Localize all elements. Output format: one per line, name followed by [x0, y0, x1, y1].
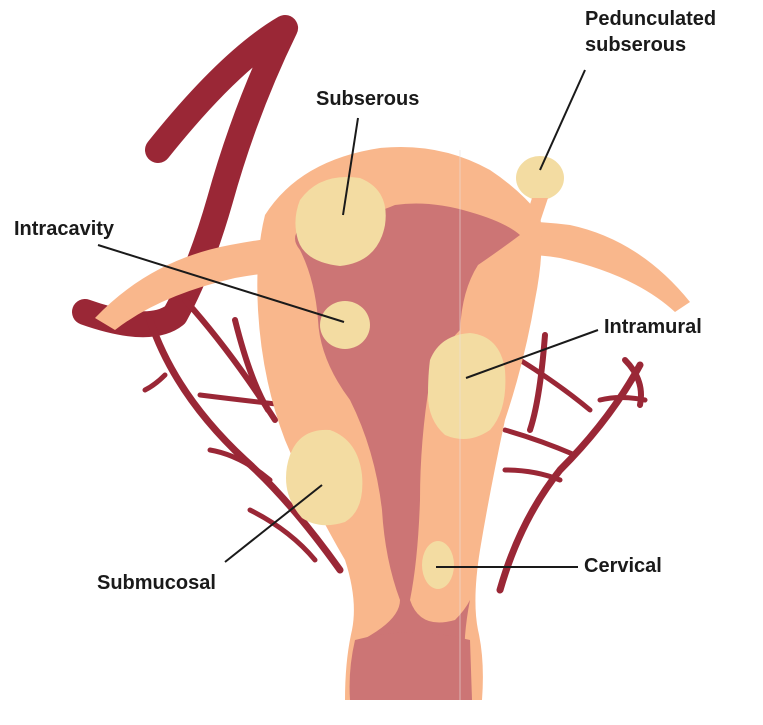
- artery-left-main: [72, 15, 298, 338]
- fibroid-intracavity: [320, 301, 370, 349]
- label-intramural: Intramural: [604, 316, 702, 338]
- vessel-right-branch-5: [517, 357, 593, 413]
- leader-pedunculated-subserous: [539, 69, 586, 171]
- label-pedunculated-subserous: Pedunculated subserous: [585, 8, 717, 56]
- vessel-left-branch-7: [247, 507, 318, 563]
- cervical-canal: [349, 632, 472, 700]
- leader-intracavity: [97, 244, 345, 323]
- fibroid-stalk: [522, 198, 548, 222]
- leader-subserous: [342, 117, 359, 216]
- fibroid-submucosal: [286, 429, 363, 526]
- fibroid-pedunculated-subserous: [516, 156, 564, 200]
- fibroid-cervical: [422, 541, 454, 589]
- blood-vessels: [72, 15, 648, 594]
- vessel-left-branch-5: [142, 372, 168, 393]
- label-subserous: Subserous: [316, 88, 420, 110]
- leader-lines: [97, 69, 599, 568]
- fibroid-subserous: [295, 176, 386, 266]
- fibroids: [286, 156, 564, 589]
- label-cervical: Cervical: [584, 555, 662, 577]
- label-intracavity: Intracavity: [14, 218, 115, 240]
- vessel-right-branch-6: [597, 395, 648, 403]
- fibroid-intramural: [428, 333, 506, 439]
- label-submucosal: Submucosal: [97, 572, 216, 594]
- vessel-right-branch-2: [527, 332, 548, 433]
- vessel-left-branch-6: [207, 447, 273, 483]
- vessel-right-branch-4: [502, 467, 563, 483]
- leader-intramural: [465, 329, 599, 379]
- leader-submucosal: [224, 484, 323, 563]
- vessel-right-branch-3: [502, 427, 578, 458]
